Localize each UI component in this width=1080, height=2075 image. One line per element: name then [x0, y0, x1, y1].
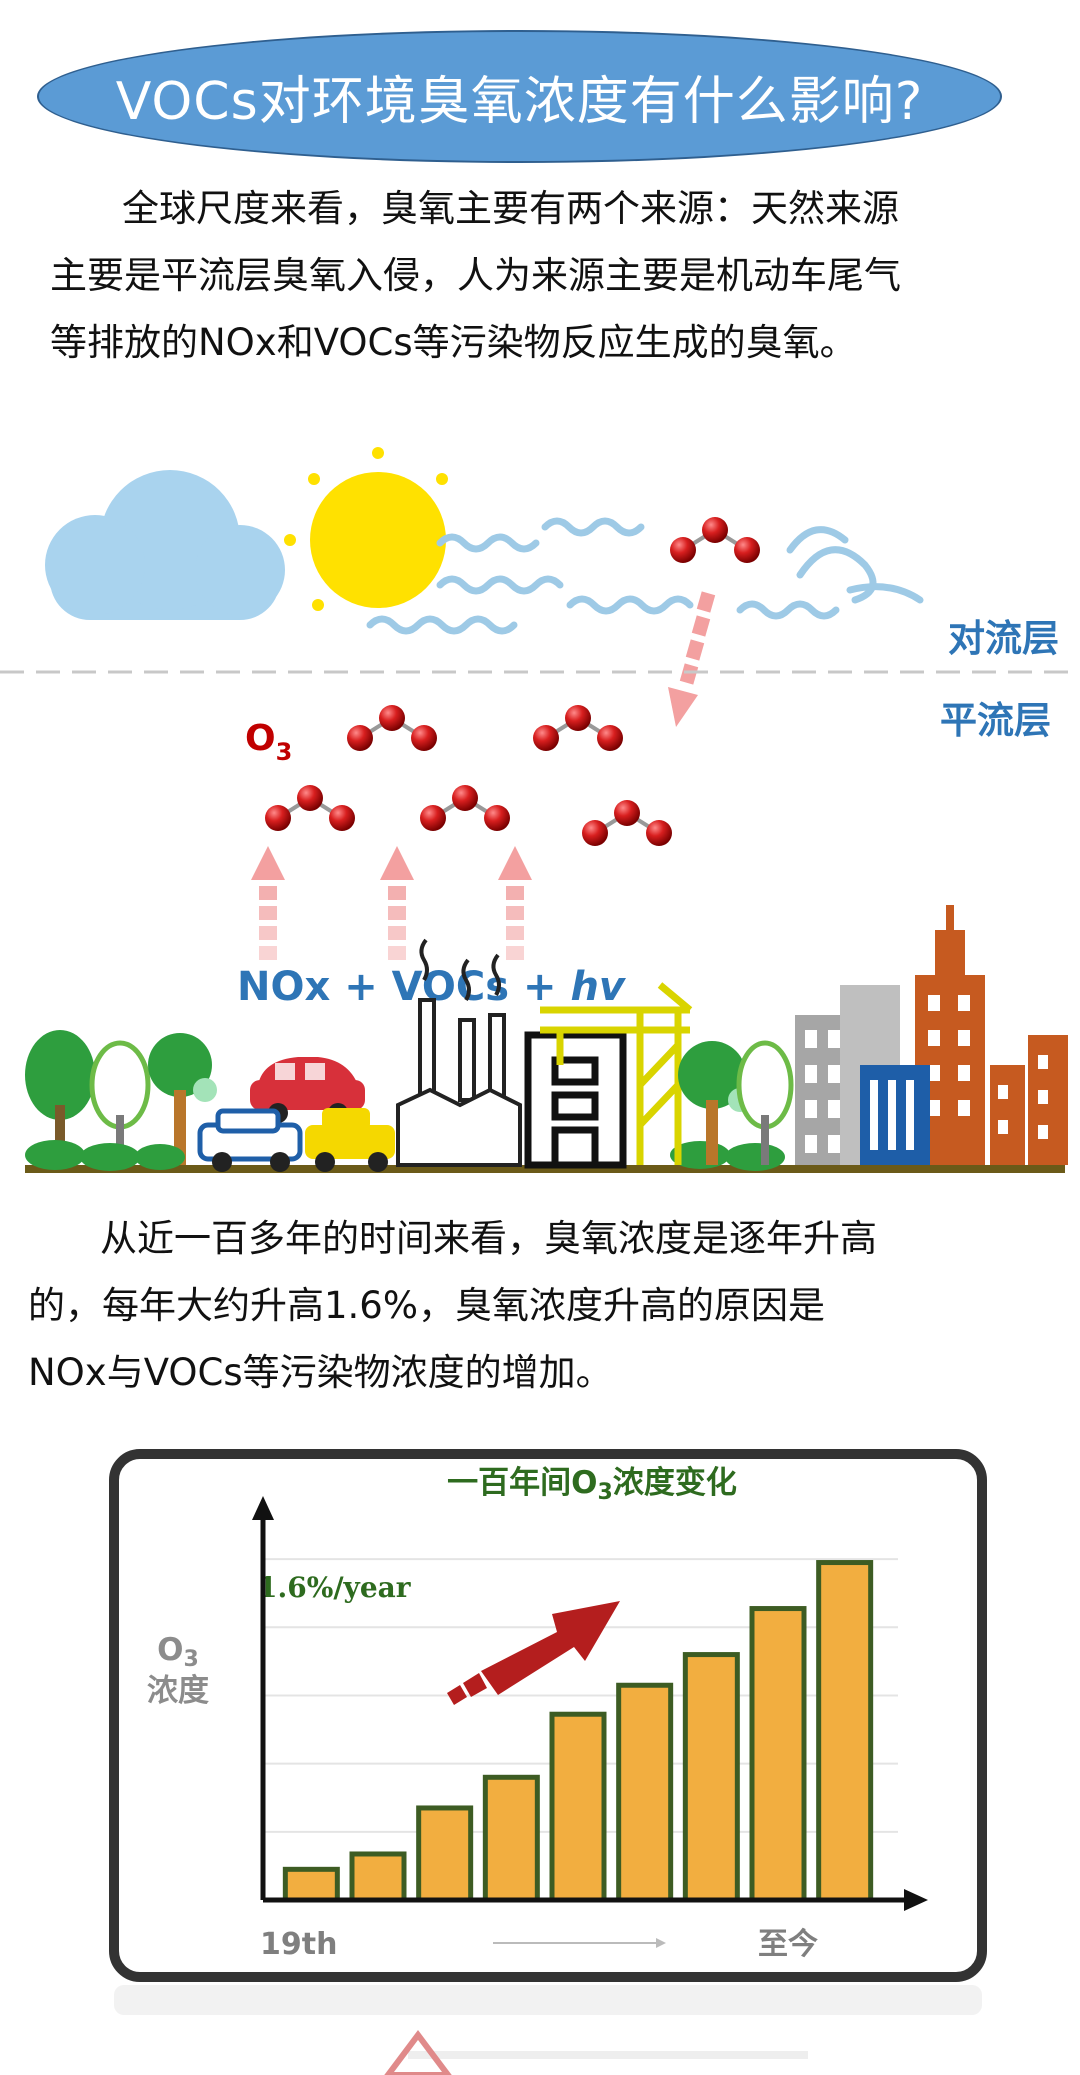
intro-line-2: 主要是平流层臭氧入侵，人为来源主要是机动车尾气 [50, 254, 901, 297]
bush-icon [25, 1140, 785, 1171]
reflected-arrow [384, 2030, 452, 2075]
ozone-molecule [263, 783, 357, 833]
stratosphere-intrusion-arrow [668, 591, 716, 727]
ground [25, 1165, 1065, 1173]
building-icon [524, 1031, 627, 1169]
intro-line-3: 等排放的NOx和VOCs等污染物反应生成的臭氧。 [50, 321, 857, 364]
rising-arrow [251, 846, 285, 960]
troposphere-label: 对流层 [948, 617, 1059, 660]
ozone-molecule [345, 703, 439, 753]
o3-label: O3 [245, 718, 292, 766]
chart-bar [416, 1805, 474, 1903]
chart-bar [682, 1652, 740, 1903]
x-range-arrow [493, 1938, 666, 1948]
intro-line-1: 全球尺度来看，臭氧主要有两个来源：天然来源 [122, 187, 899, 230]
chart-bar [282, 1866, 340, 1903]
growth-rate-annotation: 1.6%/year [258, 1571, 412, 1604]
chart-bar [482, 1774, 540, 1903]
crane-icon [540, 982, 693, 1165]
title-banner: VOCs对环境臭氧浓度有什么影响? [37, 30, 1002, 163]
rising-arrow [498, 846, 532, 960]
ozone-molecule [531, 703, 625, 753]
tree-icon [148, 1033, 217, 1165]
ozone-molecule [580, 798, 674, 848]
chart-bar [616, 1682, 674, 1903]
chart-bars [282, 1560, 874, 1903]
tree-icon [736, 1040, 794, 1165]
stratosphere-label: 平流层 [940, 699, 1051, 742]
factory-icon [396, 938, 522, 1167]
ozone-trend-chart: 一百年间O3浓度变化 1.6%/year O3 浓度 19th 至今 [109, 1449, 987, 1982]
trend-line-3: NOx与VOCs等污染物浓度的增加。 [28, 1351, 613, 1394]
city-buildings-icon [795, 905, 1068, 1165]
chart-title: 一百年间O3浓度变化 [447, 1465, 737, 1505]
ozone-molecule [668, 515, 762, 565]
intro-paragraph: 全球尺度来看，臭氧主要有两个来源：天然来源 主要是平流层臭氧入侵，人为来源主要是… [50, 175, 901, 376]
y-axis-label-line-2: 浓度 [147, 1673, 209, 1709]
chart-bar [549, 1711, 607, 1903]
cloud-icon [45, 470, 285, 620]
trend-paragraph: 从近一百多年的时间来看，臭氧浓度是逐年升高 的，每年大约升高1.6%，臭氧浓度升… [28, 1205, 877, 1406]
x-end-label: 至今 [758, 1927, 818, 1962]
sun-icon [284, 447, 448, 611]
ozone-molecule [418, 783, 512, 833]
chart-bar [816, 1560, 874, 1903]
chart-bar [749, 1606, 807, 1903]
chart-bar [349, 1851, 407, 1903]
car-icon [305, 1108, 395, 1172]
trend-arrow-icon [447, 1601, 620, 1705]
car-icon [197, 1108, 303, 1172]
ozone-source-diagram: 对流层 平流层 O3 NOx + VOCs + hv [0, 447, 1080, 1173]
y-axis-label-line-1: O3 [157, 1632, 199, 1672]
precursor-formula: NOx + VOCs + hv [237, 964, 627, 1010]
x-start-label: 19th [260, 1927, 337, 1962]
trend-line-1: 从近一百多年的时间来看，臭氧浓度是逐年升高 [100, 1217, 877, 1260]
wind-icon [366, 517, 924, 635]
trend-line-2: 的，每年大约升高1.6%，臭氧浓度升高的原因是 [28, 1284, 825, 1327]
tree-icon [89, 1040, 151, 1165]
y-axis [252, 1496, 274, 1900]
tree-icon [25, 1030, 95, 1165]
x-axis [263, 1889, 928, 1911]
chart-reflection [114, 1985, 982, 2075]
rising-arrow [380, 846, 414, 960]
page-title: VOCs对环境臭氧浓度有什么影响? [115, 72, 924, 132]
